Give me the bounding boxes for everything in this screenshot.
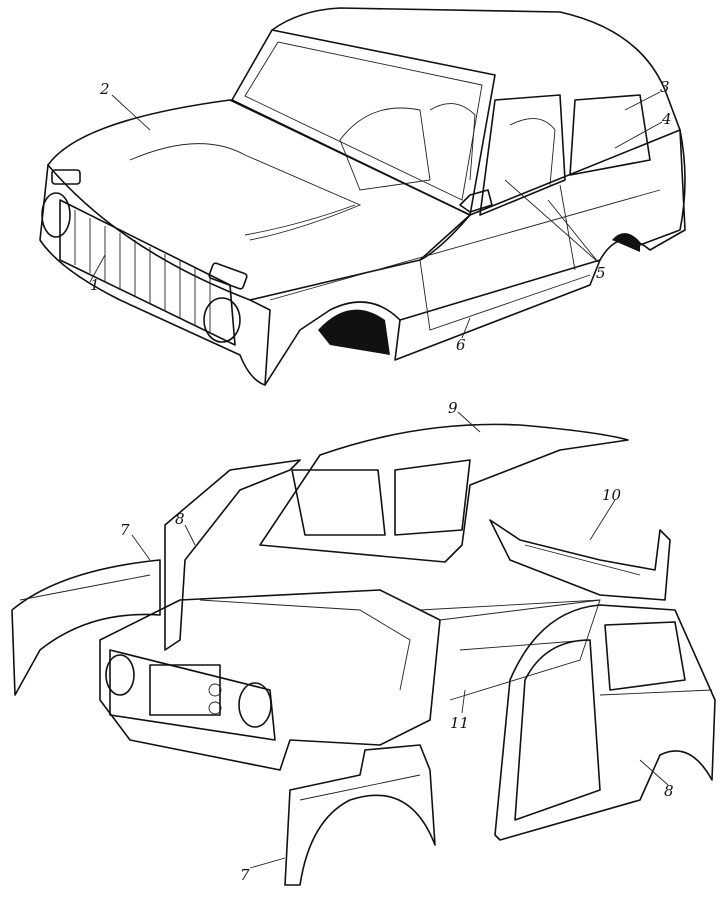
callout-7-front-fender: 7	[120, 521, 130, 539]
callout-2: 2	[99, 80, 110, 98]
callout-5: 5	[596, 264, 606, 282]
callout-9: 9	[448, 399, 458, 417]
callout-11: 11	[450, 714, 469, 732]
callout-8-side: 8	[664, 782, 674, 800]
callout-1: 1	[90, 276, 100, 294]
exploded-body-parts-drawing	[11, 411, 716, 886]
callout-4: 4	[661, 110, 672, 128]
callout-6: 6	[456, 336, 466, 354]
callout-3: 3	[660, 78, 670, 96]
assembled-body-drawing	[39, 7, 686, 386]
callout-10: 10	[602, 486, 622, 504]
callout-7-rear-fender: 7	[240, 866, 250, 884]
callout-8-pillar: 8	[175, 510, 185, 528]
